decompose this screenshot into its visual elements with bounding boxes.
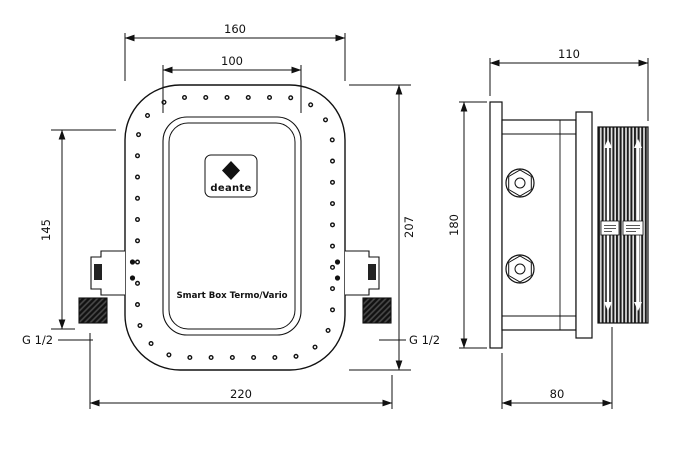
fixing-dot <box>334 275 341 281</box>
thread-left-label: G 1/2 <box>22 333 53 347</box>
dim-160-label: 160 <box>224 22 246 36</box>
front-view: deante Smart Box Termo/Vario 160 100 <box>22 22 440 409</box>
dim-outer-width: 160 <box>124 22 346 81</box>
dim-80-label: 80 <box>550 387 565 401</box>
thread-right-label: G 1/2 <box>409 333 440 347</box>
product-label: Smart Box Termo/Vario <box>176 291 287 301</box>
hex-fitting-bottom <box>505 254 535 284</box>
thread-callout-left: G 1/2 <box>22 333 93 347</box>
right-bracket-slot <box>368 264 376 280</box>
front-lid-outer <box>162 116 302 336</box>
diamond-logo-icon <box>222 161 240 180</box>
fixing-dot <box>129 259 136 265</box>
left-bracket-slot <box>94 264 102 280</box>
dim-145-label: 145 <box>39 219 53 241</box>
box-body-side <box>501 119 577 331</box>
front-flange-side <box>575 111 593 339</box>
left-inlet-hatch <box>78 297 108 324</box>
left-mounting-bracket <box>90 250 125 296</box>
brand-plaque <box>204 154 258 198</box>
dim-inner-width: 100 <box>162 54 302 113</box>
thread-callout-right: G 1/2 <box>379 333 440 347</box>
dim-side-height: 180 <box>447 101 487 349</box>
brand-label: deante <box>210 183 251 194</box>
fixing-dot <box>334 259 341 265</box>
dim-bottom-width: 220 <box>89 333 393 409</box>
dim-left-height: 145 <box>39 129 116 330</box>
side-view: 110 180 80 <box>447 47 649 409</box>
sleeve-marking-plate <box>600 220 620 236</box>
front-lid-inner <box>168 122 296 330</box>
dim-100-label: 100 <box>221 54 243 68</box>
mounting-plate <box>489 101 503 349</box>
dim-220-label: 220 <box>230 387 252 401</box>
front-outer-body <box>124 84 346 371</box>
dim-right-height: 207 <box>349 84 416 371</box>
dim-110-label: 110 <box>558 47 580 61</box>
right-inlet-hatch <box>362 297 392 324</box>
dim-side-width: 110 <box>489 47 649 121</box>
right-mounting-bracket <box>345 250 380 296</box>
dim-180-label: 180 <box>447 214 461 236</box>
fixing-dot <box>129 275 136 281</box>
sleeve-marking-plate <box>622 220 644 236</box>
dim-207-label: 207 <box>402 216 416 238</box>
dim-side-depth: 80 <box>501 327 613 409</box>
hex-fitting-top <box>505 168 535 198</box>
